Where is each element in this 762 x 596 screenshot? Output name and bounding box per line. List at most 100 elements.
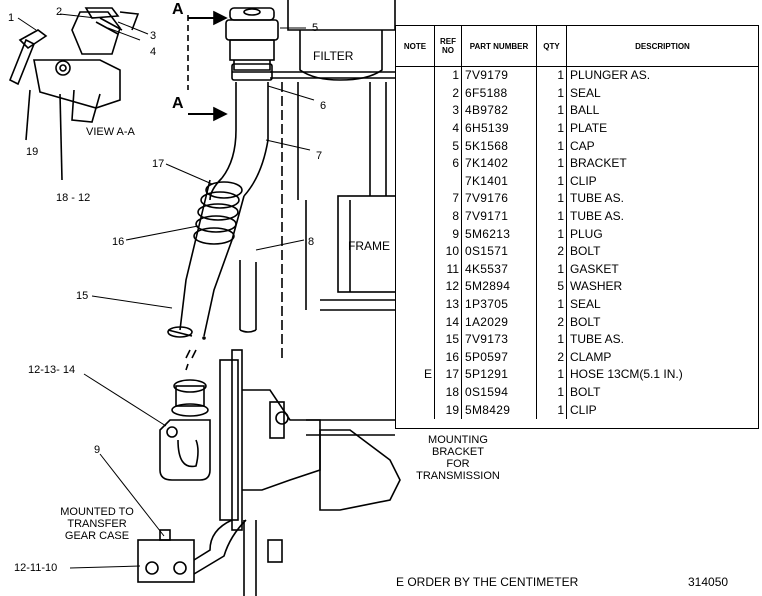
callout-8: 8 <box>308 236 315 248</box>
row-qty: 1 <box>536 102 567 120</box>
row-qty: 1 <box>536 207 567 226</box>
row-part-number: 5P1291 <box>461 366 537 384</box>
row-qty: 2 <box>536 242 567 261</box>
filter-housing <box>270 0 396 360</box>
row-description: TUBE AS. <box>570 191 625 206</box>
leader-lines <box>17 13 315 569</box>
row-qty: 1 <box>536 295 567 314</box>
row-qty: 1 <box>536 137 567 155</box>
row-part-number: 0S1594 <box>461 383 537 402</box>
header-desc: DESCRIPTION <box>566 26 758 67</box>
row-ref: 17 <box>434 366 462 384</box>
row-qty: 1 <box>536 172 567 191</box>
callout-12-11-10: 12-11-10 <box>14 562 58 574</box>
row-description: BOLT <box>570 244 601 259</box>
row-ref: 10 <box>434 242 462 261</box>
row-description: TUBE AS. <box>570 332 625 347</box>
row-description: BRACKET <box>570 156 627 171</box>
callout-15: 15 <box>76 290 89 302</box>
row-description: WASHER <box>570 279 623 294</box>
row-description: BALL <box>570 103 600 118</box>
row-qty: 1 <box>536 383 567 402</box>
transfer-line-2: TRANSFER <box>67 518 127 530</box>
row-description: CLAMP <box>570 349 612 364</box>
row-part-number: 1P3705 <box>461 295 537 314</box>
row-ref: 9 <box>434 225 462 243</box>
row-note <box>396 207 435 226</box>
callout-5: 5 <box>312 22 319 34</box>
transfer-line-1: MOUNTED TO <box>60 506 134 518</box>
row-note <box>396 84 435 103</box>
row-qty: 1 <box>536 66 567 85</box>
row-note <box>396 225 435 243</box>
transmission-housing <box>219 349 401 596</box>
filter-label: FILTER <box>313 49 354 63</box>
row-part-number: 1A2029 <box>461 313 537 331</box>
callout-2: 2 <box>56 6 63 18</box>
callout-17: 17 <box>152 158 165 170</box>
row-ref: 1 <box>434 66 462 85</box>
row-part-number: 5P0597 <box>461 348 537 367</box>
callout-9: 9 <box>94 444 101 456</box>
hose-17 <box>167 179 245 340</box>
row-part-number: 7V9179 <box>461 66 537 85</box>
row-qty: 1 <box>536 190 567 208</box>
row-ref: 8 <box>434 207 462 226</box>
row-part-number: 7K1401 <box>461 172 537 191</box>
tube-to-transfer-case <box>137 519 247 583</box>
frame-label: FRAME <box>348 239 390 253</box>
row-qty: 1 <box>536 260 567 279</box>
row-note <box>396 242 435 261</box>
row-qty: 1 <box>536 154 567 173</box>
row-description: CAP <box>570 138 595 153</box>
row-description: SEAL <box>570 85 601 100</box>
row-part-number: 5M2894 <box>461 278 537 296</box>
tube-assembly-8 <box>239 260 257 333</box>
row-part-number: 5M8429 <box>461 401 537 419</box>
row-description: BOLT <box>570 384 601 399</box>
row-description: TUBE AS. <box>570 209 625 224</box>
row-part-number: 7V9176 <box>461 190 537 208</box>
callout-19: 19 <box>26 146 39 158</box>
row-qty: 1 <box>536 401 567 419</box>
row-qty: 1 <box>536 366 567 384</box>
row-note <box>396 295 435 314</box>
row-part-number: 5M6213 <box>461 225 537 243</box>
transfer-case-label: MOUNTED TO TRANSFER GEAR CASE <box>42 506 152 542</box>
row-ref: 5 <box>434 137 462 155</box>
callout-16: 16 <box>112 236 125 248</box>
row-note <box>396 401 435 419</box>
row-ref: 11 <box>434 260 462 279</box>
row-qty: 2 <box>536 348 567 367</box>
mounting-line-1: MOUNTING <box>428 434 488 446</box>
row-description: CLIP <box>570 402 597 417</box>
mounting-bracket-label: MOUNTING BRACKET FOR TRANSMISSION <box>410 434 506 482</box>
mounting-line-3: FOR <box>446 458 470 470</box>
parts-list-panel: NOTE REF NO PART NUMBER QTY DESCRIPTION … <box>395 25 759 429</box>
row-part-number: 5K1568 <box>461 137 537 155</box>
row-note <box>396 66 435 85</box>
row-qty: 1 <box>536 225 567 243</box>
row-description: SEAL <box>570 297 601 312</box>
callout-12-13-14: 12-13- 14 <box>28 364 76 376</box>
row-note <box>396 330 435 349</box>
row-description: PLATE <box>570 121 608 136</box>
header-qty: QTY <box>536 26 567 67</box>
row-ref: 13 <box>434 295 462 314</box>
fitting-assembly <box>159 379 211 481</box>
row-description: PLUNGER AS. <box>570 68 651 83</box>
row-note: E <box>396 366 435 384</box>
row-note <box>396 383 435 402</box>
